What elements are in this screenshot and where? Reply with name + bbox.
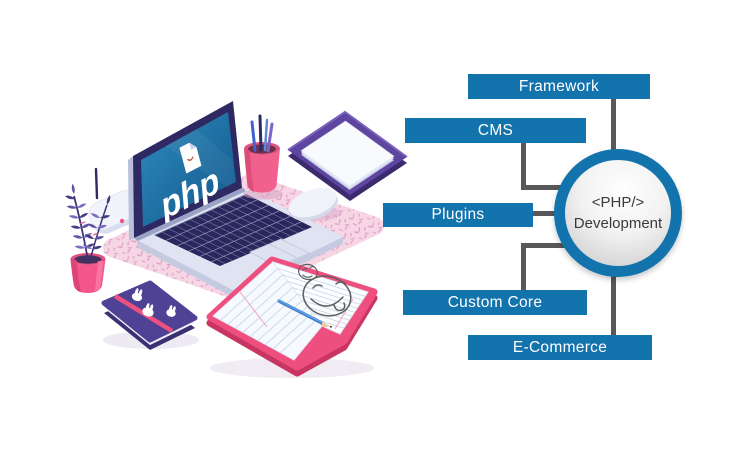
pencil-cup [243,114,283,200]
node-framework: Framework [468,74,650,99]
connector-cms-horizontal [521,185,566,190]
pencil [277,299,332,328]
connector-framework [611,98,616,152]
bunny-stickers [131,288,176,317]
node-custom-core-label: Custom Core [447,293,543,311]
smiley-doodle [302,275,352,317]
hub-line1: <PHP/> [591,194,645,211]
mouse [288,187,341,221]
node-cms: CMS [405,118,586,143]
paper-tray [287,110,408,201]
connector-plugins [533,211,565,216]
tray-papers [300,120,395,187]
hub-line2: Development [573,215,663,232]
connector-cms-vertical [521,142,526,190]
node-plugins: Plugins [383,203,533,227]
pen-navy [258,114,263,152]
node-custom-core: Custom Core [403,290,587,315]
node-framework-label: Framework [518,77,600,95]
node-cms-label: CMS [477,121,514,139]
node-ecommerce-label: E-Commerce [512,338,608,356]
connector-custom-core-horizontal [521,243,567,248]
small-smiley-doodle [298,263,318,281]
plant [64,183,112,293]
right-page [271,261,369,335]
pen-purple [266,122,274,153]
connector-custom-core-vertical [521,243,526,291]
node-ecommerce: E-Commerce [468,335,652,360]
closed-notebook [101,280,199,350]
hub-php-development: <PHP/> Development [554,149,682,277]
open-notebook [206,256,378,378]
pen-blue [250,120,257,152]
node-plugins-label: Plugins [431,206,485,223]
connector-ecommerce [611,268,616,335]
desk-illustration: php [64,101,408,378]
router-led [119,218,125,224]
php-file-icon [179,142,202,174]
pen-light-blue [263,118,269,152]
